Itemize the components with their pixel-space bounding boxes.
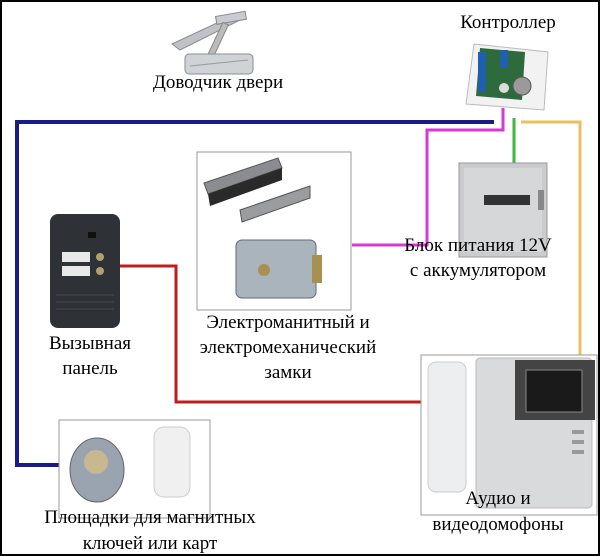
wire-call-panel: [120, 264, 421, 404]
readers-label-line1: Площадки для магнитных: [44, 507, 256, 528]
locks-label-line3: замки: [264, 362, 311, 383]
readers-image: [58, 419, 211, 519]
power-supply-image: [458, 162, 548, 258]
power-supply-label-line2: с аккумулятором: [410, 260, 546, 281]
intercoms-label-line2: видеодомофоны: [432, 514, 563, 535]
intercoms-label-line1: Аудио и: [465, 488, 530, 509]
door-closer-image: [171, 10, 254, 75]
call-panel-label-line2: панель: [62, 358, 118, 379]
wire-intercoms: [521, 120, 582, 355]
power-supply-label-line1: Блок питания 12V: [404, 235, 552, 256]
call-panel-label-line1: Вызывная: [49, 333, 131, 354]
wire-locks: [352, 108, 505, 247]
door-closer-label: Доводчик двери: [153, 72, 283, 93]
readers-label-line2: ключей или карт: [83, 533, 218, 554]
locks-label-line2: электромеханический: [200, 337, 377, 358]
wire-readers: [15, 120, 494, 467]
locks-label-line1: Электроманитный и: [206, 312, 369, 333]
intercoms-image: [420, 354, 598, 516]
controller-image: [465, 43, 549, 111]
locks-image: [196, 151, 352, 311]
call-panel-image: [50, 214, 120, 328]
controller-label: Контроллер: [460, 12, 556, 33]
